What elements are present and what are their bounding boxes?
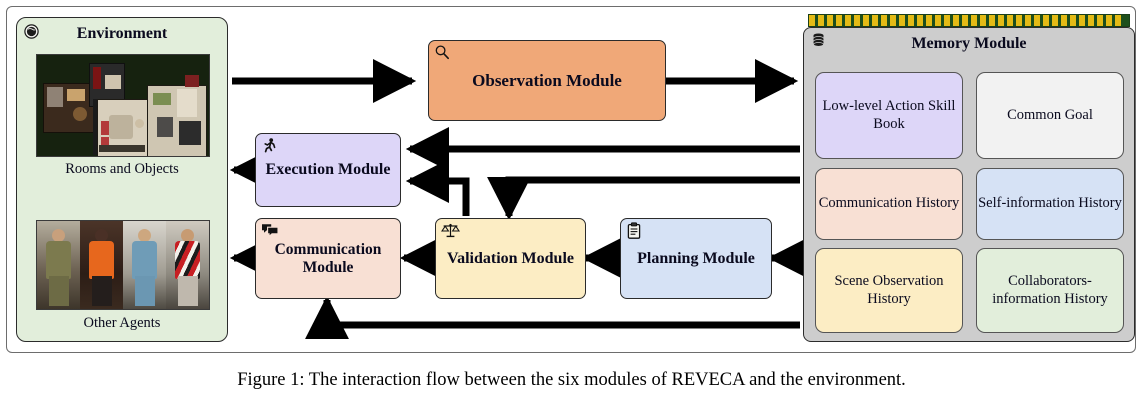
rooms-and-objects-image xyxy=(36,54,210,157)
planning-module-label: Planning Module xyxy=(637,249,755,267)
observation-module-label: Observation Module xyxy=(472,70,622,90)
memory-cell-common-goal[interactable]: Common Goal xyxy=(976,72,1124,159)
observation-module[interactable]: Observation Module xyxy=(428,40,666,121)
communication-module[interactable]: Communication Module xyxy=(255,218,401,299)
database-icon xyxy=(811,33,826,49)
memory-cell-self-information-history[interactable]: Self-information History xyxy=(976,168,1124,240)
environment-title: Environment xyxy=(76,25,168,42)
memory-module-title: Memory Module xyxy=(911,35,1027,52)
rooms-and-objects-caption: Rooms and Objects xyxy=(65,161,179,177)
memory-cell-scene-observation-history[interactable]: Scene Observation History xyxy=(815,248,963,333)
globe-icon xyxy=(24,24,39,39)
memory-cell-low-level-action-skill-book[interactable]: Low-level Action Skill Book xyxy=(815,72,963,159)
other-agents-image xyxy=(36,220,210,310)
memory-cell-label: Low-level Action Skill Book xyxy=(822,98,956,132)
magnifier-icon xyxy=(434,44,451,61)
agent-thumb xyxy=(80,221,123,309)
memory-cell-collaborators-information-history[interactable]: Collaborators-information History xyxy=(976,248,1124,333)
other-agents-caption: Other Agents xyxy=(83,315,161,331)
memory-cell-label: Scene Observation History xyxy=(834,273,944,307)
memory-module-stripe xyxy=(808,14,1130,27)
balance-scale-icon xyxy=(441,222,460,239)
planning-module[interactable]: Planning Module xyxy=(620,218,772,299)
agent-thumb xyxy=(166,221,209,309)
environment-panel: Environment xyxy=(16,17,228,342)
memory-cell-label: Common Goal xyxy=(1007,106,1093,123)
memory-module-panel: Memory Module Low-level Action Skill Boo… xyxy=(803,27,1135,342)
execution-module[interactable]: Execution Module xyxy=(255,133,401,207)
figure-caption: Figure 1: The interaction flow between t… xyxy=(237,370,906,390)
agent-thumb xyxy=(37,221,80,309)
validation-module-label: Validation Module xyxy=(447,249,574,267)
memory-cell-label: Self-information History xyxy=(978,195,1122,212)
memory-cell-communication-history[interactable]: Communication History xyxy=(815,168,963,240)
validation-module[interactable]: Validation Module xyxy=(435,218,586,299)
clipboard-icon xyxy=(626,222,643,239)
speech-bubbles-icon xyxy=(261,222,279,239)
agent-thumb xyxy=(123,221,166,309)
memory-cell-label: Communication History xyxy=(818,195,960,212)
communication-module-label: Communication Module xyxy=(274,241,382,276)
running-person-icon xyxy=(261,137,278,154)
memory-cell-label: Collaborators-information History xyxy=(992,273,1108,307)
execution-module-label: Execution Module xyxy=(265,161,391,179)
